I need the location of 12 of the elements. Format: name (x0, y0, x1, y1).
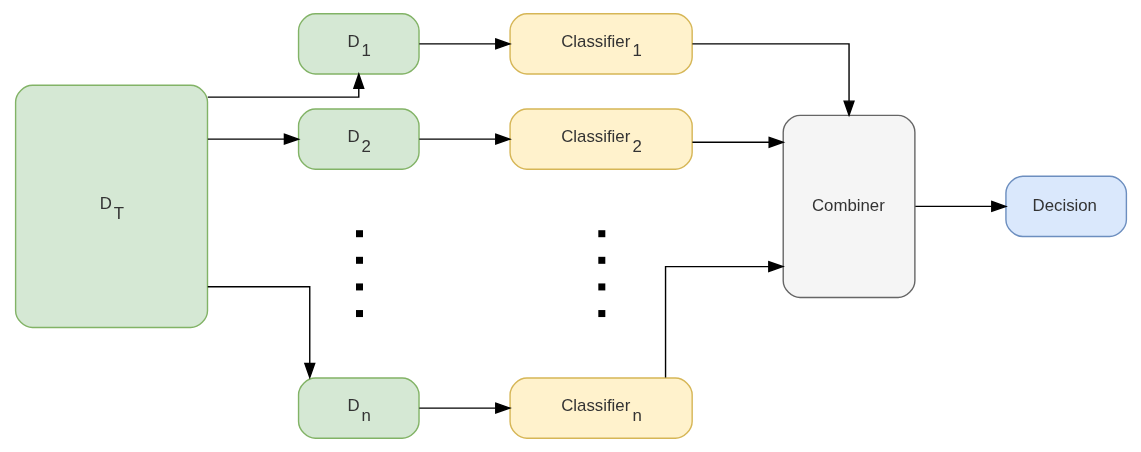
arrow (206, 72, 365, 98)
arrow (664, 260, 785, 379)
arrow (691, 43, 855, 118)
arrow (691, 136, 785, 149)
arrow (418, 133, 512, 146)
arrow (418, 402, 512, 414)
node-box: Decision (1004, 175, 1127, 238)
node-box: Combiner (782, 114, 916, 299)
arrow (206, 133, 301, 146)
arrow (418, 38, 512, 50)
arrow (206, 286, 316, 380)
arrow (914, 200, 1008, 213)
